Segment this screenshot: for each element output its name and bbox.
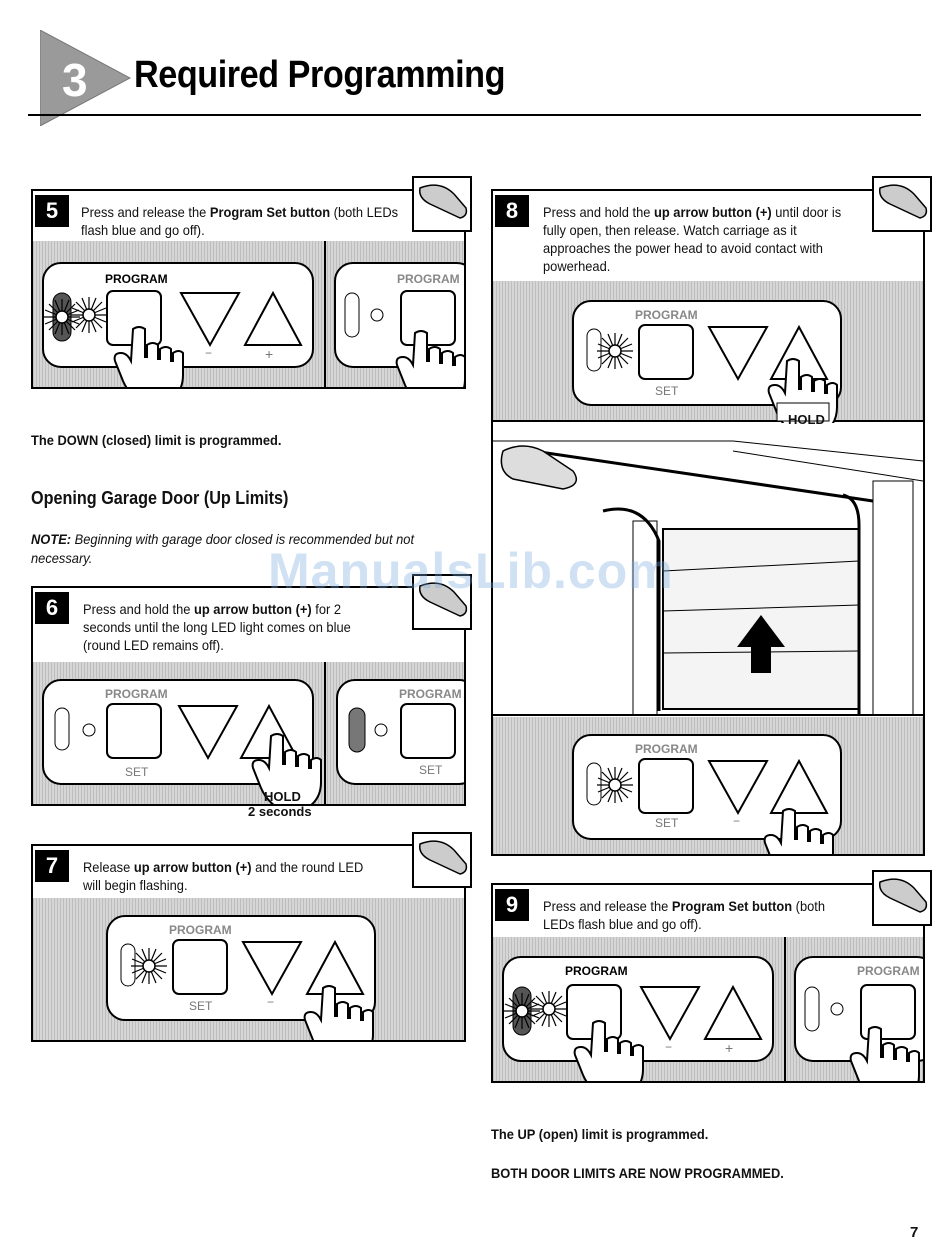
step-5-text: Press and release the Program Set button…	[81, 204, 399, 238]
svg-text:PROGRAM: PROGRAM	[169, 923, 232, 937]
section-number-arrow: 3	[40, 30, 132, 126]
svg-text:PROGRAM: PROGRAM	[105, 687, 168, 701]
step-8-text: Press and hold the up arrow button (+) u…	[543, 204, 842, 274]
step-9-box: 9 Press and release the Program Set butt…	[491, 883, 925, 1083]
step-6-number: 6	[35, 592, 69, 624]
svg-text:PROGRAM: PROGRAM	[399, 687, 462, 701]
step-7-box: 7 Release up arrow button (+) and the ro…	[31, 844, 466, 1042]
page-number: 7	[910, 1224, 919, 1241]
remote-program-label-inactive: PROGRAM	[397, 272, 460, 286]
garage-opener-icon	[412, 832, 472, 888]
step-6-remote-illustration: PROGRAM SET PROGRAM SET	[33, 662, 464, 804]
section-number: 3	[62, 54, 88, 106]
step-8-illustration: PROGRAM SET PROGRAM	[493, 281, 923, 854]
page-title: Required Programming	[134, 54, 506, 96]
step-7-number: 7	[35, 850, 69, 882]
step-9-remote-illustration: PROGRAM − + PROGRAM	[493, 937, 923, 1081]
header-rule	[28, 114, 921, 116]
svg-text:SET: SET	[419, 763, 443, 777]
garage-opener-icon	[872, 176, 932, 232]
step-5-remote-illustration: PROGRAM − + PROGRAM	[33, 241, 464, 387]
garage-opener-icon	[412, 176, 472, 232]
final-note: BOTH DOOR LIMITS ARE NOW PROGRAMMED.	[491, 1165, 784, 1181]
step-8-hold-label: HOLD	[788, 412, 825, 427]
step-9-number: 9	[495, 889, 529, 921]
remote-plus-label: +	[265, 346, 273, 362]
remote-program-label: PROGRAM	[105, 272, 168, 286]
step-8-box: 8 Press and hold the up arrow button (+)…	[491, 189, 925, 856]
step-6-box: 6 Press and hold the up arrow button (+)…	[31, 586, 466, 806]
step-7-text: Release up arrow button (+) and the roun…	[83, 859, 364, 893]
step-6-text: Press and hold the up arrow button (+) f…	[83, 601, 351, 653]
step-8-number: 8	[495, 195, 529, 227]
step-5-number: 5	[35, 195, 69, 227]
svg-text:SET: SET	[125, 765, 149, 779]
step-9-result: The UP (open) limit is programmed.	[491, 1126, 709, 1142]
svg-text:−: −	[665, 1040, 672, 1054]
garage-opener-icon	[412, 574, 472, 630]
step-5-result: The DOWN (closed) limit is programmed.	[31, 432, 282, 448]
step-6-hold-duration: 2 seconds	[248, 804, 312, 819]
step-7-remote-illustration: PROGRAM SET −	[33, 898, 464, 1040]
svg-text:SET: SET	[655, 384, 679, 398]
garage-opener-icon	[872, 870, 932, 926]
step-6-hold-label: HOLD	[264, 789, 301, 804]
watermark: ManualsLib.com	[268, 543, 674, 599]
svg-text:−: −	[733, 814, 740, 828]
svg-text:PROGRAM: PROGRAM	[635, 308, 698, 322]
remote-minus-label: −	[205, 346, 212, 360]
step-9-text: Press and release the Program Set button…	[543, 898, 826, 932]
section-subheading: Opening Garage Door (Up Limits)	[31, 488, 289, 508]
svg-text:+: +	[725, 1040, 733, 1056]
svg-text:PROGRAM: PROGRAM	[565, 964, 628, 978]
step-5-box: 5 Press and release the Program Set butt…	[31, 189, 466, 389]
svg-text:−: −	[267, 995, 274, 1009]
svg-text:PROGRAM: PROGRAM	[857, 964, 920, 978]
svg-text:PROGRAM: PROGRAM	[635, 742, 698, 756]
note-text: NOTE: Beginning with garage door closed …	[31, 531, 415, 566]
svg-text:SET: SET	[189, 999, 213, 1013]
svg-text:SET: SET	[655, 816, 679, 830]
